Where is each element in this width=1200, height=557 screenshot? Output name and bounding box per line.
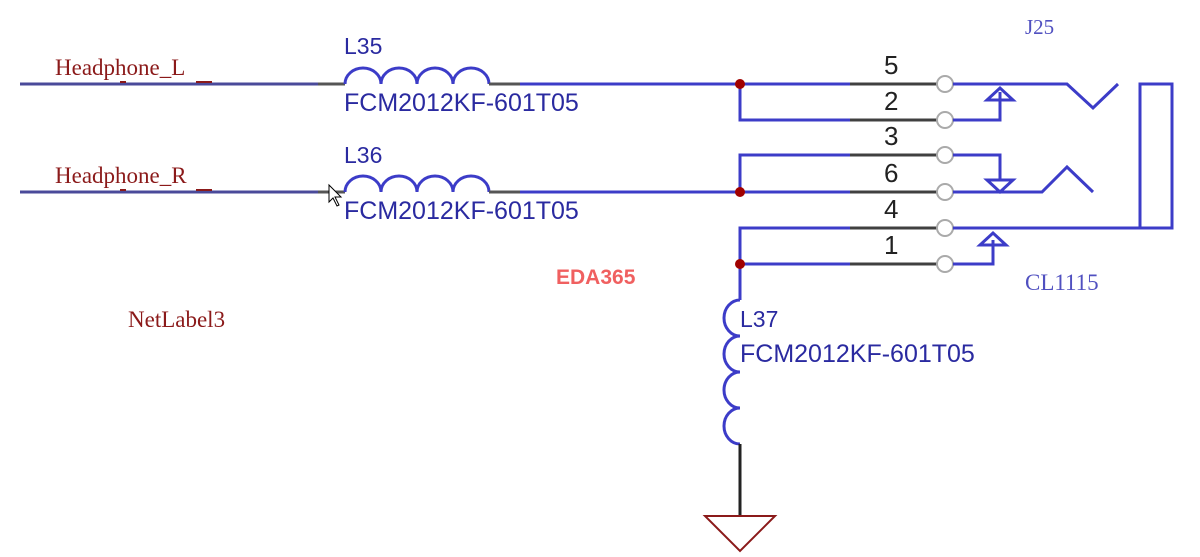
pin-stubs: [850, 82, 938, 266]
wire-pin3: [738, 153, 850, 192]
wire-pin4: [738, 226, 850, 264]
inductor-ref-l36: L36: [344, 142, 383, 168]
ground-icon: [702, 515, 778, 553]
inductor-value-l35: FCM2012KF-601T05: [344, 89, 579, 117]
pin-number-4: 4: [884, 194, 899, 224]
inductor-ref-l37: L37: [740, 306, 779, 332]
inductor-ref-l35: L35: [344, 33, 383, 59]
pin-number-3: 3: [884, 121, 899, 151]
pin-number-6: 6: [884, 158, 899, 188]
inductor-value-l36: FCM2012KF-601T05: [344, 197, 579, 225]
net-label-headphone-r: Headphone_R: [55, 163, 187, 188]
inductor-l35: [343, 66, 491, 85]
wire-pin2: [738, 84, 850, 122]
mouse-cursor-icon: [328, 183, 343, 207]
pin-number-1: 1: [884, 230, 899, 260]
connector-j25-body: [953, 82, 1174, 266]
connector-ref: J25: [1025, 15, 1055, 39]
junction-dots: [735, 79, 745, 269]
inductor-l37: [722, 298, 741, 446]
pin-circles: [936, 75, 954, 273]
pin-number-5: 5: [884, 50, 899, 80]
watermark: EDA365: [556, 266, 636, 289]
inductor-l36: [343, 174, 491, 193]
net-label-headphone-l: Headphone_L: [55, 55, 186, 80]
pin-number-2: 2: [884, 86, 899, 116]
connector-part: CL1115: [1025, 270, 1099, 295]
inductor-value-l37: FCM2012KF-601T05: [740, 340, 975, 368]
net-label-netlabel3: NetLabel3: [128, 307, 226, 332]
